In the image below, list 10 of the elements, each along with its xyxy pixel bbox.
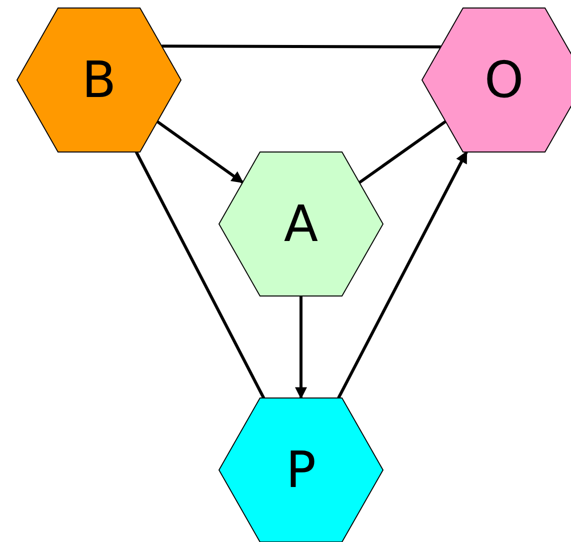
connector-line [358, 120, 446, 184]
node-label: O [484, 51, 524, 109]
connector-line [162, 44, 441, 48]
node-label: A [284, 195, 318, 253]
node-label: B [82, 51, 116, 109]
node-label: P [286, 441, 316, 499]
arrow [156, 120, 244, 184]
connector-line [134, 151, 266, 399]
arrow [295, 296, 307, 400]
arrow [337, 150, 468, 399]
